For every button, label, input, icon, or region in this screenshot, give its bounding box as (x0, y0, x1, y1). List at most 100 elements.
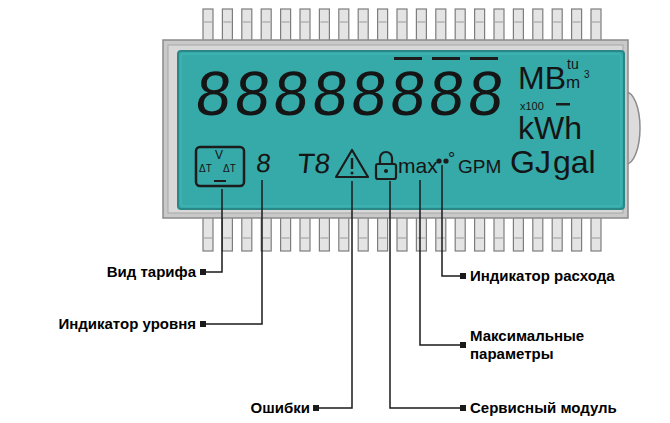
leader-lines (206, 165, 460, 408)
pin-notch (204, 22, 212, 23)
pin (436, 215, 446, 251)
pin (281, 9, 291, 43)
pin (591, 9, 601, 43)
tariff-digit: T8 (296, 150, 332, 178)
pin-notch (379, 238, 387, 239)
pin (572, 9, 582, 43)
pin (591, 215, 601, 251)
pin (397, 9, 407, 43)
pin-notch (340, 22, 348, 23)
pin-notch (514, 238, 522, 239)
pin (378, 9, 388, 43)
pin-notch (456, 238, 464, 239)
pin-notch (573, 238, 581, 239)
pin-notch (243, 22, 251, 23)
pin-notch (476, 22, 484, 23)
pin (513, 9, 523, 43)
pin-notch (262, 22, 270, 23)
callout-label: Вид тарифа (107, 264, 196, 279)
pin (397, 215, 407, 251)
pin (513, 215, 523, 251)
lock-body (376, 164, 396, 179)
unit-label: kWh (518, 112, 582, 144)
warning-dot (351, 172, 354, 175)
callout-label: Максимальные параметры (470, 327, 640, 363)
callout-label: Ошибки (251, 400, 310, 415)
pin-notch (359, 22, 367, 23)
unit-label: tu (567, 57, 579, 71)
lock-hole (384, 169, 388, 173)
pin (494, 9, 504, 43)
pin (378, 215, 388, 251)
pin-notch (476, 238, 484, 239)
pin (339, 215, 349, 251)
lcd-screen (178, 51, 624, 209)
unit-label: gal (553, 146, 596, 178)
pin-notch (320, 238, 328, 239)
pin (475, 215, 485, 251)
pin-notch (262, 238, 270, 239)
pin-notch (514, 22, 522, 23)
pin (203, 215, 213, 251)
pin (242, 9, 252, 43)
pin (222, 215, 232, 251)
pin (533, 215, 543, 251)
pin-notch (437, 22, 445, 23)
pin-notch (398, 238, 406, 239)
pin (572, 215, 582, 251)
pin-notch (282, 22, 290, 23)
pin (300, 215, 310, 251)
lcd-screen-glow (181, 54, 621, 206)
leader-markers (200, 269, 466, 411)
pin (552, 9, 562, 43)
warning-triangle (336, 150, 368, 177)
level-digit: 8 (255, 150, 272, 176)
callout-label: Сервисный модуль (470, 400, 617, 415)
pin-notch (359, 238, 367, 239)
pin-notch (398, 22, 406, 23)
pin-notch (340, 238, 348, 239)
unit-superscript: 3 (584, 70, 590, 80)
pin (319, 215, 329, 251)
pin (203, 9, 213, 43)
pin-notch (320, 22, 328, 23)
pin-notch (553, 238, 561, 239)
lcd-frame-inner (168, 45, 623, 213)
pin (552, 215, 562, 251)
pin-notch (573, 22, 581, 23)
callout-label: Индикатор расхода (470, 268, 615, 283)
pin (222, 9, 232, 43)
pin-notch (417, 22, 425, 23)
pin-notch (534, 22, 542, 23)
pin (455, 9, 465, 43)
tariff-bar (214, 180, 226, 182)
pin (436, 9, 446, 43)
unit-label: MB (518, 62, 566, 94)
pin-notch (592, 238, 600, 239)
pin-notch (223, 238, 231, 239)
pin-notch (223, 22, 231, 23)
pin-notch (437, 238, 445, 239)
pin-notch (534, 238, 542, 239)
pin (358, 215, 368, 251)
degree-sign: ° (448, 150, 455, 168)
lock-shackle (380, 152, 392, 164)
unit-label: GJ (510, 146, 551, 178)
tariff-symbol: ΔT (223, 164, 236, 174)
unit-label: m (566, 74, 580, 91)
pin (533, 9, 543, 43)
pin (339, 9, 349, 43)
max-label: max (398, 155, 438, 176)
pin-notch (456, 22, 464, 23)
pin (300, 9, 310, 43)
pin-notch (301, 22, 309, 23)
flow-dot (443, 158, 448, 163)
pin (358, 9, 368, 43)
pin (475, 9, 485, 43)
pin-notch (282, 238, 290, 239)
pin (242, 215, 252, 251)
pin-notch (243, 238, 251, 239)
pin (494, 215, 504, 251)
lcd-frame (163, 40, 628, 218)
